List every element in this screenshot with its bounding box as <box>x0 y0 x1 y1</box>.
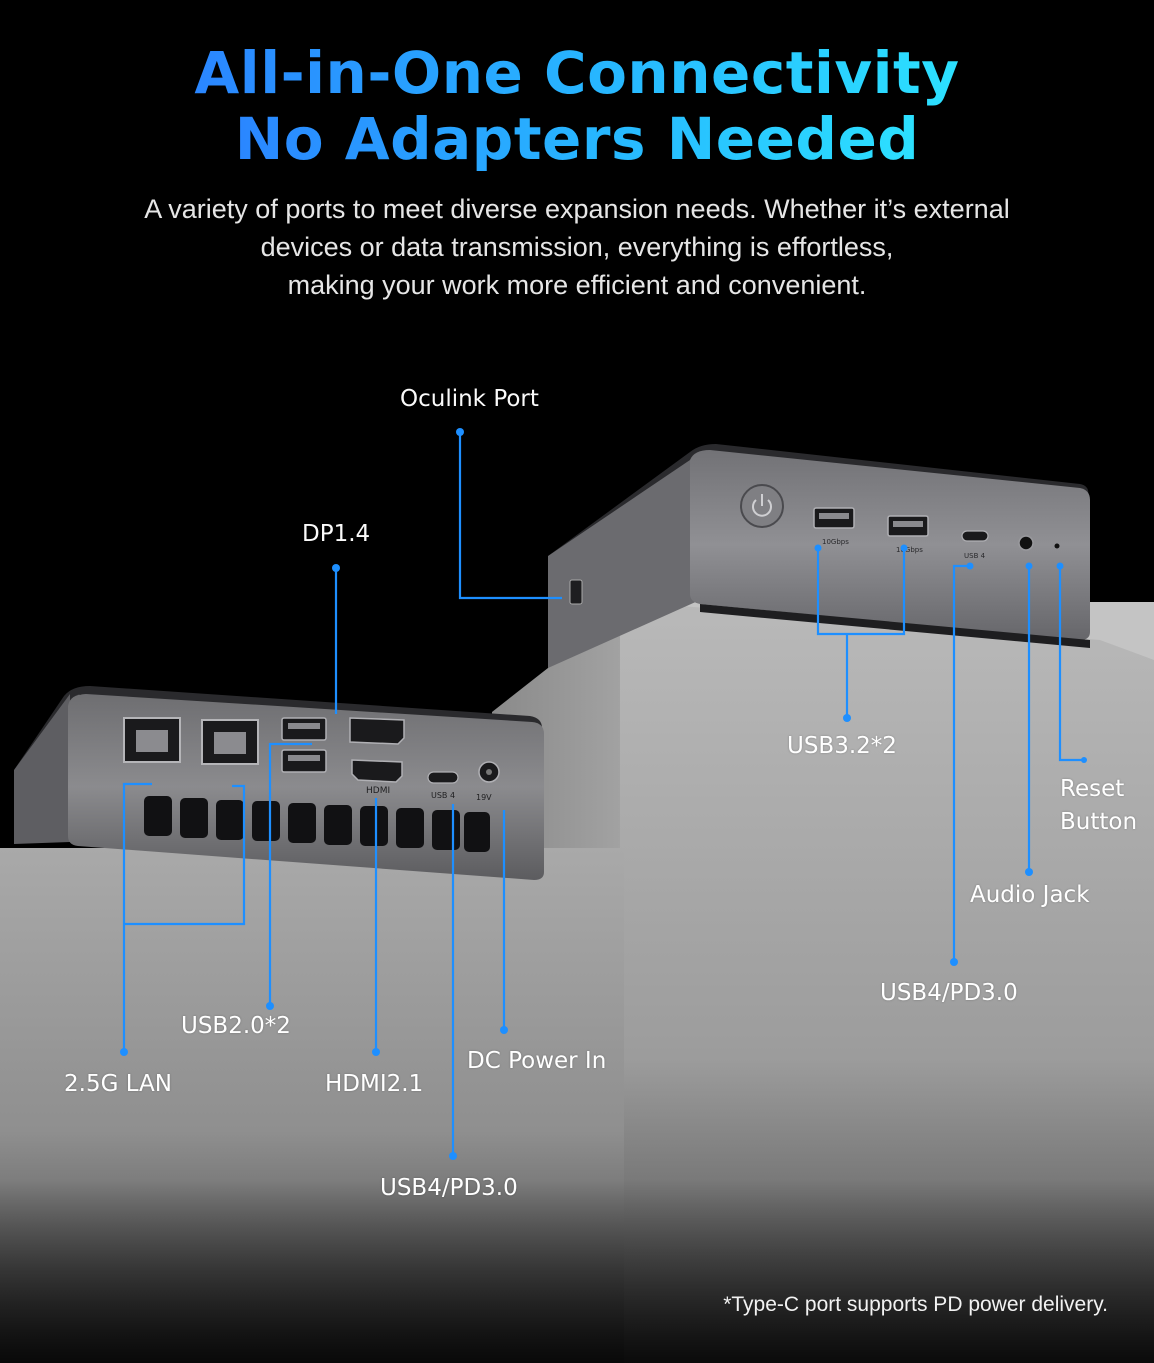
usb2-port-1-tongue <box>288 723 320 729</box>
callout-dp: DP1.4 <box>302 521 371 547</box>
usb-a-port-2-tongue <box>893 521 923 527</box>
headline-line-2: No Adapters Needed <box>0 106 1154 172</box>
callout-dc: DC Power In <box>467 1048 607 1074</box>
callout-audio: Audio Jack <box>970 882 1090 908</box>
callout-dots <box>120 428 1087 1160</box>
callout-reset-line-1: Reset <box>1060 776 1125 802</box>
usb4-left-marking: USB 4 <box>431 791 455 800</box>
callout-usb4-left: USB4/PD3.0 <box>380 1175 518 1201</box>
reset-button-pinhole[interactable] <box>1054 543 1060 549</box>
footnote: *Type-C port supports PD power delivery. <box>723 1293 1108 1316</box>
usb2-port-2-tongue <box>288 755 320 761</box>
hdmi-marking: HDMI <box>366 786 390 796</box>
oculink-leader <box>458 432 562 600</box>
left-mini-pc: HDMI USB 4 19V <box>14 686 544 880</box>
lan-leader-2 <box>124 784 246 926</box>
callout-usb4-right: USB4/PD3.0 <box>880 980 1018 1006</box>
power-icon <box>752 494 772 517</box>
usb4-right-marking: USB 4 <box>964 552 986 560</box>
usb-c-port-left[interactable] <box>427 771 459 784</box>
subtitle-line-1: A variety of ports to meet diverse expan… <box>144 194 1010 224</box>
ethernet-port-1-inner <box>136 730 168 752</box>
usb-a-speed-label-1: 10Gbps <box>822 538 849 546</box>
callout-oculink: Oculink Port <box>400 386 539 412</box>
lan-leader <box>122 782 152 1052</box>
callout-usb32: USB3.2*2 <box>787 733 897 759</box>
right-device-vents <box>700 604 1090 648</box>
dc-power-port-pin <box>486 769 492 775</box>
left-device-top <box>14 686 542 770</box>
oculink-port[interactable] <box>569 579 583 605</box>
headline-line-1: All-in-One Connectivity <box>0 40 1154 106</box>
right-device-front <box>690 450 1090 640</box>
left-device-side <box>14 694 70 844</box>
headline-line-2-text: No Adapters Needed <box>234 105 920 173</box>
subtitle-line-3: making your work more efficient and conv… <box>287 270 867 300</box>
callout-usb20: USB2.0*2 <box>181 1013 291 1039</box>
usb20-leader <box>268 742 312 1006</box>
hdmi-port[interactable] <box>351 759 403 783</box>
bottom-fade <box>0 1180 1154 1363</box>
usb-a-speed-label-2: 10Gbps <box>896 546 923 554</box>
pedestals <box>0 602 1154 1363</box>
displayport-port[interactable] <box>349 717 405 745</box>
headline-line-1-text: All-in-One Connectivity <box>194 39 960 107</box>
ethernet-port-1[interactable] <box>123 717 181 763</box>
dc-marking: 19V <box>476 793 492 802</box>
callout-hdmi: HDMI2.1 <box>325 1071 424 1097</box>
callout-lan: 2.5G LAN <box>64 1071 172 1097</box>
reset-leader <box>1058 566 1084 762</box>
usb32-leader <box>816 548 906 636</box>
usb-c-port-right[interactable] <box>961 530 989 542</box>
callout-lines <box>122 432 1084 1156</box>
usb-a-port-1-tongue <box>819 513 849 519</box>
right-mini-pc: 10Gbps 10Gbps USB 4 <box>548 444 1090 668</box>
usb4-right-leader <box>952 564 970 962</box>
ethernet-port-2-inner <box>214 732 246 754</box>
right-device-side <box>548 460 700 668</box>
callout-reset-line-2: Button <box>1060 809 1138 835</box>
audio-jack-port[interactable] <box>1018 535 1034 551</box>
subtitle-line-2: devices or data transmission, everything… <box>260 232 894 262</box>
left-device-vents <box>144 796 490 852</box>
